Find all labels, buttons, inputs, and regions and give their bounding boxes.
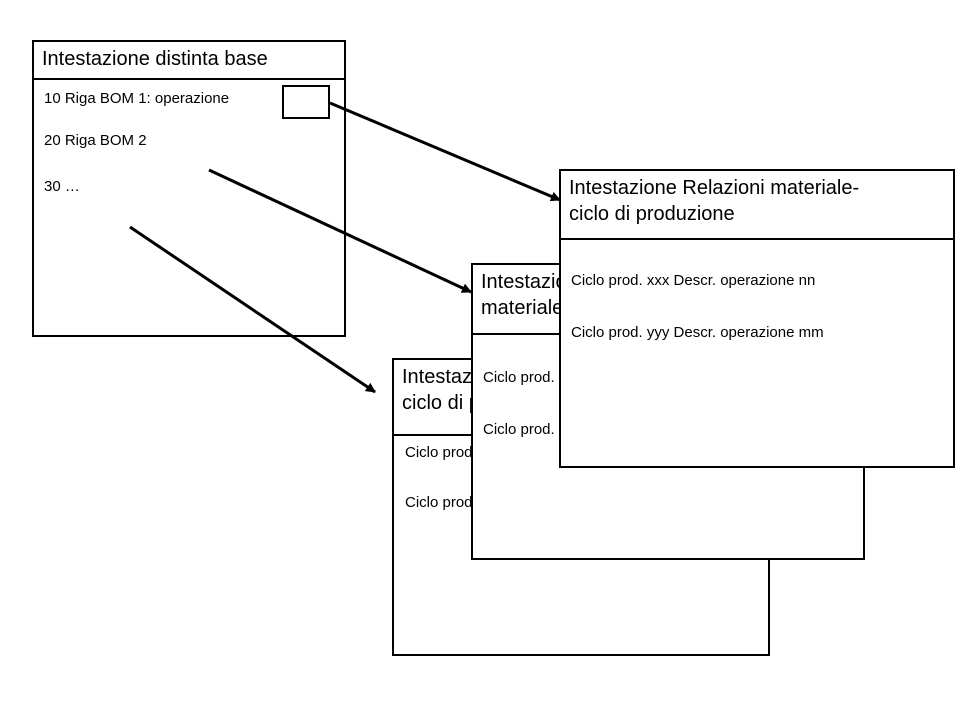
bom-row-10: 10 Riga BOM 1: operazione xyxy=(44,90,230,107)
bom-row-30: 30 … xyxy=(44,178,80,195)
bom-box: Intestazione distinta base 10 Riga BOM 1… xyxy=(32,40,346,337)
operation-link-box xyxy=(282,85,330,119)
relation-card-front-line-2: Ciclo prod. yyy Descr. operazione mm xyxy=(571,324,824,341)
arrow-row-10-to-front-card xyxy=(329,101,561,202)
relation-card-front: Intestazione Relazioni materiale- ciclo … xyxy=(559,169,955,468)
bom-header: Intestazione distinta base xyxy=(34,42,344,80)
relation-card-front-header: Intestazione Relazioni materiale- ciclo … xyxy=(561,171,953,240)
bom-row-20: 20 Riga BOM 2 xyxy=(44,132,147,149)
relation-card-front-line-1: Ciclo prod. xxx Descr. operazione nn xyxy=(571,272,816,289)
